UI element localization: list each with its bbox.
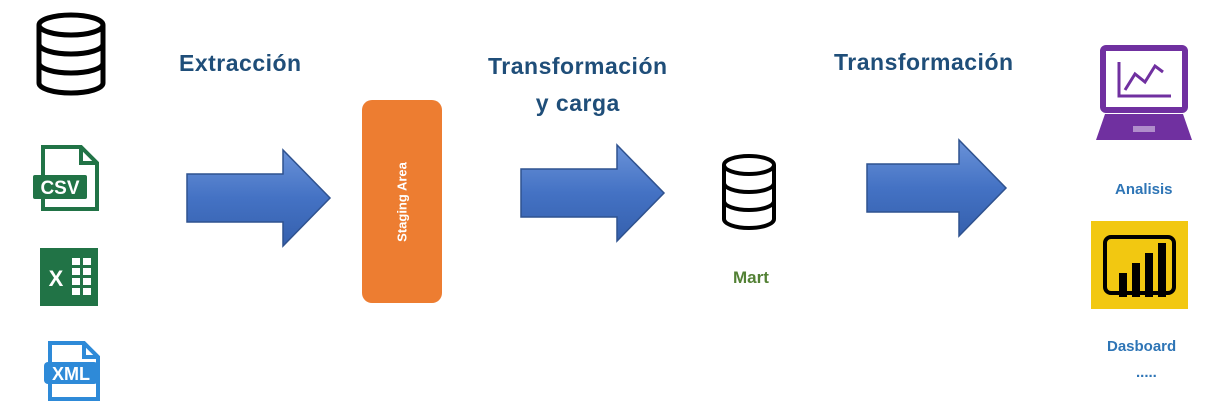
excel-file-icon: X xyxy=(40,248,98,306)
analysis-label: Analisis xyxy=(1115,181,1173,198)
transform-load-arrow xyxy=(520,143,666,243)
excel-label: X xyxy=(49,266,64,291)
laptop-chart-icon xyxy=(1093,44,1195,144)
transform-label: Transformación xyxy=(834,49,1014,75)
transform-load-heading: Transformación y carga xyxy=(488,48,668,122)
dashboard-label: Dasboard xyxy=(1107,338,1177,355)
transform-load-line1: Transformación xyxy=(488,53,668,79)
source-database-icon xyxy=(34,11,108,97)
extraction-heading: Extracción xyxy=(179,45,302,82)
power-bi-icon xyxy=(1091,221,1188,309)
csv-file-icon: CSV xyxy=(31,144,101,212)
extraction-arrow xyxy=(186,148,332,248)
transform-heading: Transformación xyxy=(834,44,1014,81)
xml-file-icon: XML xyxy=(42,340,102,402)
staging-area-label: Staging Area xyxy=(394,161,410,242)
xml-label: XML xyxy=(52,364,90,384)
mart-database-icon xyxy=(720,152,778,232)
mart-label: Mart xyxy=(733,268,769,287)
transform-arrow xyxy=(866,138,1008,238)
csv-label: CSV xyxy=(40,178,79,199)
staging-area-box: Staging Area xyxy=(362,100,442,303)
extraction-label: Extracción xyxy=(179,50,302,76)
dashboard-more-dots: ..... xyxy=(1136,364,1157,381)
transform-load-line2: y carga xyxy=(535,89,620,116)
